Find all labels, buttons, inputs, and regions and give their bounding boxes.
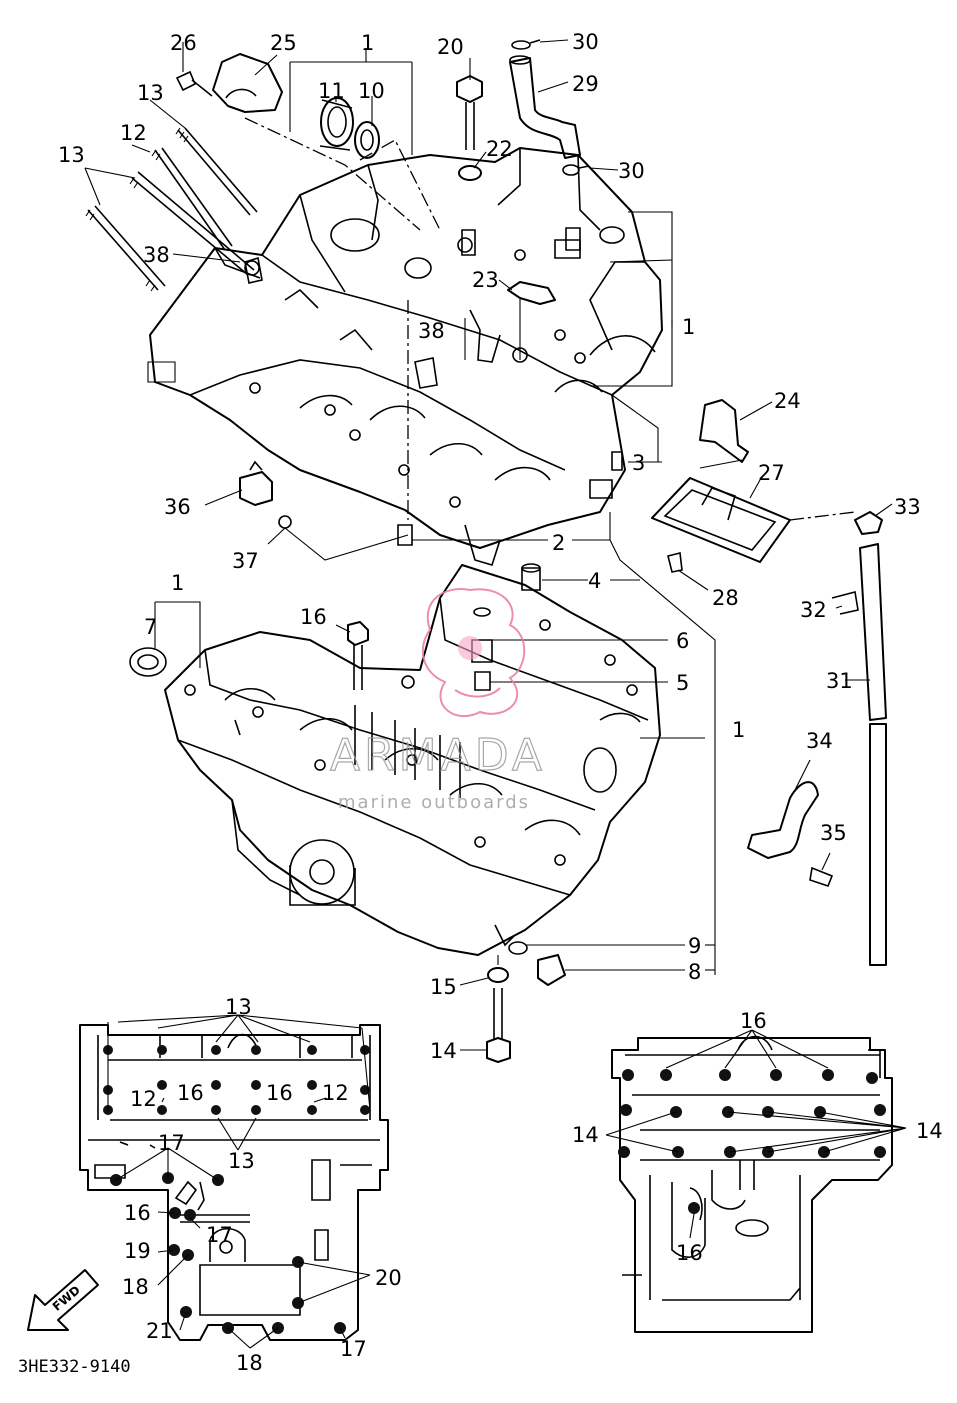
lower-label-16-bot: 16 (676, 1241, 703, 1265)
watermark: ARMADA marine outboards (329, 588, 546, 813)
callout-4: 4 (588, 569, 601, 593)
callout-10: 10 (358, 79, 385, 103)
lower-crankcase (129, 564, 661, 956)
callout-8: 8 (688, 960, 701, 984)
callout-20: 20 (437, 35, 464, 59)
callout-9: 9 (688, 934, 701, 958)
small-parts (85, 39, 887, 1063)
callout-1-right-lower: 1 (732, 718, 745, 742)
upper-label-19: 19 (124, 1239, 151, 1263)
callout-7: 7 (144, 615, 157, 639)
callout-29: 29 (572, 72, 599, 96)
upper-label-16-left: 16 (124, 1201, 151, 1225)
callout-14: 14 (430, 1039, 457, 1063)
leader-lines (84, 39, 893, 1051)
callout-1-left: 1 (171, 571, 184, 595)
forward-arrow-icon: FWD (27, 1269, 99, 1331)
callout-11: 11 (318, 79, 345, 103)
callout-23: 23 (472, 268, 499, 292)
callout-28: 28 (712, 586, 739, 610)
callout-34: 34 (806, 729, 833, 753)
callout-13-a: 13 (137, 81, 164, 105)
callout-32: 32 (800, 598, 827, 622)
callouts: 1 11 10 26 25 13 12 13 38 20 22 30 29 30… (58, 30, 921, 1063)
callout-36: 36 (164, 495, 191, 519)
callout-1-top: 1 (361, 31, 374, 55)
callout-6: 6 (676, 629, 689, 653)
callout-30-a: 30 (572, 30, 599, 54)
lower-view-labels: 16 14 14 16 (572, 1009, 943, 1265)
callout-1-right-upper: 1 (682, 315, 695, 339)
callout-27: 27 (758, 461, 785, 485)
callout-26: 26 (170, 31, 197, 55)
callout-5: 5 (676, 671, 689, 695)
upper-label-12-right: 12 (322, 1081, 349, 1105)
callout-13-b: 13 (58, 143, 85, 167)
upper-label-13-mid: 13 (228, 1149, 255, 1173)
callout-31: 31 (826, 669, 853, 693)
watermark-title: ARMADA (330, 730, 546, 781)
upper-view-labels: 13 12 16 16 12 17 13 16 17 19 18 20 21 1… (122, 995, 402, 1375)
upper-label-21: 21 (146, 1319, 173, 1343)
upper-label-16-b: 16 (266, 1081, 293, 1105)
lower-label-14-left: 14 (572, 1123, 599, 1147)
inset-upper-view (79, 1014, 389, 1349)
callout-22: 22 (486, 137, 513, 161)
upper-label-17-bot: 17 (340, 1337, 367, 1361)
watermark-subtitle: marine outboards (338, 792, 530, 813)
upper-label-20: 20 (375, 1266, 402, 1290)
upper-label-18-b: 18 (236, 1351, 263, 1375)
callout-24: 24 (774, 389, 801, 413)
callout-38-a: 38 (143, 243, 170, 267)
upper-label-17-top: 17 (158, 1131, 185, 1155)
callout-33: 33 (894, 495, 921, 519)
upper-label-12-left: 12 (130, 1087, 157, 1111)
callout-38-b: 38 (418, 319, 445, 343)
callout-2: 2 (552, 531, 565, 555)
callout-35: 35 (820, 821, 847, 845)
upper-crankcase (147, 147, 663, 566)
upper-label-17-mid: 17 (206, 1223, 233, 1247)
callout-30-b: 30 (618, 159, 645, 183)
lower-label-16-top: 16 (740, 1009, 767, 1033)
upper-label-16-a: 16 (177, 1081, 204, 1105)
lower-label-14-right: 14 (916, 1119, 943, 1143)
callout-15: 15 (430, 975, 457, 999)
callout-12-top: 12 (120, 121, 147, 145)
callout-25: 25 (270, 31, 297, 55)
callout-16: 16 (300, 605, 327, 629)
callout-3: 3 (632, 451, 645, 475)
diagram-code: 3HE332-9140 (18, 1357, 131, 1377)
upper-label-13-top: 13 (225, 995, 252, 1019)
upper-label-18-a: 18 (122, 1275, 149, 1299)
inset-lower-view (605, 1029, 907, 1333)
callout-37: 37 (232, 549, 259, 573)
